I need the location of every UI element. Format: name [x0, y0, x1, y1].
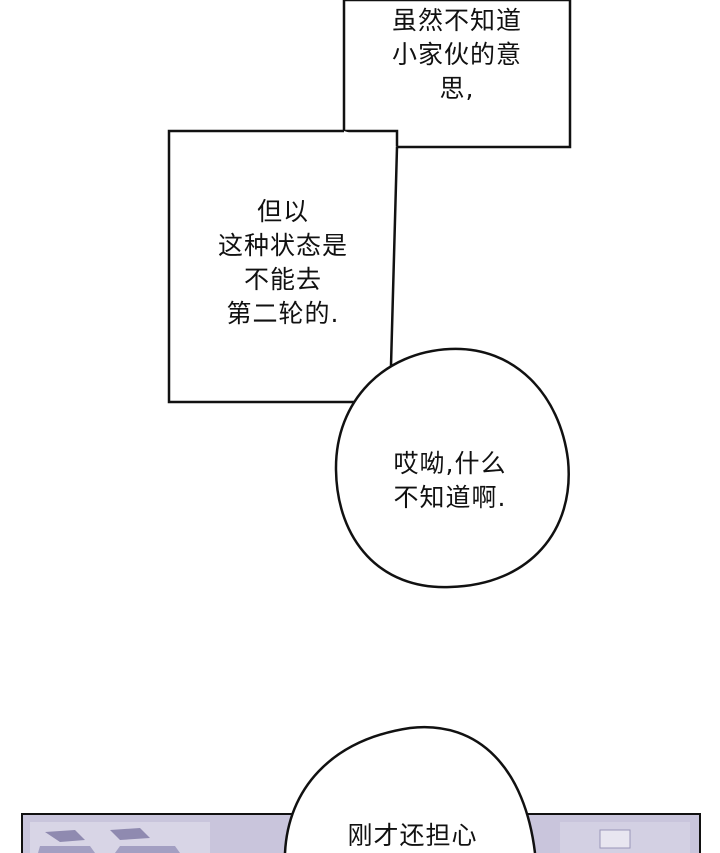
speech-bubble-2-outline	[283, 725, 537, 853]
caption-box-middle-outline	[167, 129, 399, 404]
speech-bubble-2-text: 刚才还担心	[300, 819, 525, 853]
caption-top-line: 小家伙的意	[391, 40, 522, 69]
caption-top-text: 虽然不知道 小家伙的意 思,	[350, 4, 564, 106]
caption-middle-line: 第二轮的.	[226, 299, 340, 328]
caption-top-line: 思,	[439, 74, 475, 103]
speech-bubble-2-line: 刚才还担心	[347, 821, 478, 850]
caption-middle-line: 不能去	[243, 265, 322, 294]
caption-middle-line: 这种状态是	[217, 231, 348, 260]
caption-top-line: 虽然不知道	[391, 6, 522, 35]
caption-middle-text: 但以 这种状态是 不能去 第二轮的.	[176, 195, 390, 331]
speech-bubble-1-outline	[334, 347, 570, 589]
speech-bubble-1-line: 哎呦,什么	[393, 449, 507, 478]
caption-middle-line: 但以	[256, 197, 309, 226]
speech-bubble-1-text: 哎呦,什么 不知道啊.	[345, 447, 555, 515]
speech-bubble-1-line: 不知道啊.	[393, 483, 507, 512]
